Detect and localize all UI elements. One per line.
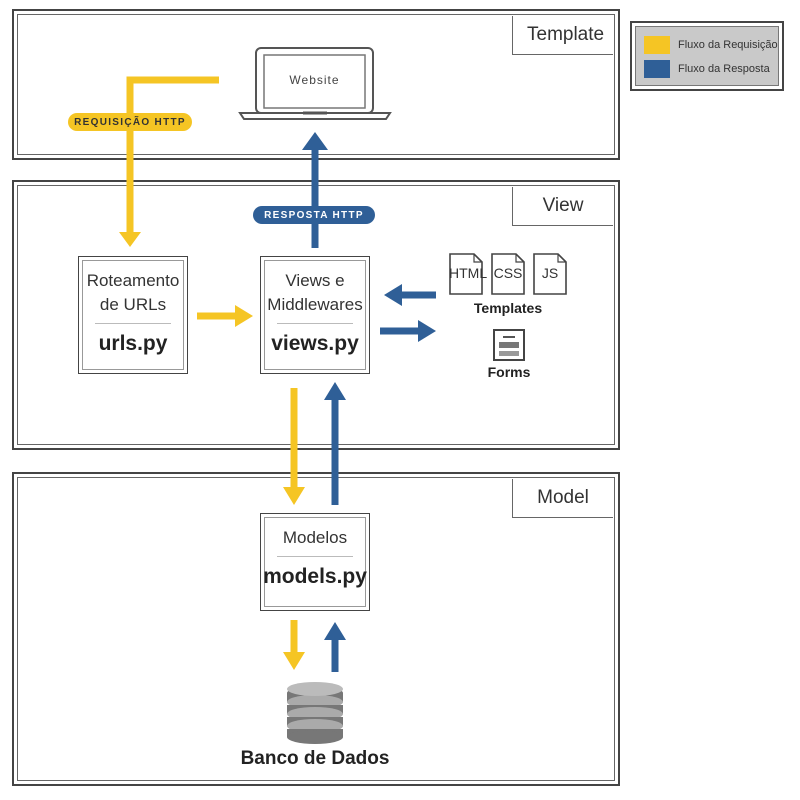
views-box: Views e Middlewares views.py: [260, 256, 370, 374]
forms-caption: Forms: [487, 364, 531, 380]
js-file-label: JS: [541, 265, 559, 281]
database-icon: [287, 682, 343, 744]
legend-response-label: Fluxo da Resposta: [678, 63, 770, 75]
database-caption: Banco de Dados: [240, 748, 390, 769]
legend-request-label: Fluxo da Requisição: [678, 39, 778, 51]
response-swatch: [644, 60, 670, 78]
templates-to-views-arrow: [384, 284, 436, 306]
legend-request: Fluxo da Requisição: [644, 35, 778, 55]
urls-box: Roteamento de URLs urls.py: [78, 256, 188, 374]
views-to-templates-arrow: [380, 320, 436, 342]
views-to-models-arrow: [283, 388, 305, 505]
models-box-title: Modelos: [282, 528, 348, 547]
templates-caption: Templates: [473, 300, 543, 316]
urls-box-divider: [95, 323, 171, 324]
models-to-views-arrow: [324, 382, 346, 505]
laptop-icon: [238, 47, 392, 120]
view-layer-title: View: [512, 187, 613, 226]
css-file-label: CSS: [493, 265, 523, 281]
urls-box-filename: urls.py: [98, 332, 168, 355]
request-swatch: [644, 36, 670, 54]
website-label: Website: [289, 73, 340, 87]
form-icon: [493, 329, 525, 361]
urls-box-title: Roteamento de URLs: [86, 271, 180, 314]
model-layer-title: Model: [512, 479, 613, 518]
legend: Fluxo da Requisição Fluxo da Resposta: [630, 21, 784, 91]
urls-to-views-arrow: [197, 305, 253, 327]
models-box-divider: [277, 556, 353, 557]
views-box-title: Views e Middlewares: [267, 271, 363, 314]
legend-response: Fluxo da Resposta: [644, 59, 770, 79]
views-box-filename: views.py: [271, 332, 359, 355]
js-file-icon: JS: [533, 253, 567, 295]
models-box-filename: models.py: [263, 565, 367, 588]
models-box: Modelos models.py: [260, 513, 370, 611]
response-http-badge: RESPOSTA HTTP: [253, 206, 375, 224]
html-file-label: HTML: [449, 265, 488, 281]
request-http-badge: REQUISIÇÃO HTTP: [68, 113, 192, 131]
request-http-arrow: [119, 76, 219, 247]
html-file-icon: HTML: [449, 253, 488, 295]
models-to-database-arrow: [283, 620, 305, 670]
database-to-models-arrow: [324, 622, 346, 672]
css-file-icon: CSS: [491, 253, 525, 295]
views-box-divider: [277, 323, 353, 324]
template-layer-title: Template: [512, 16, 613, 55]
response-http-arrow: [302, 132, 328, 248]
